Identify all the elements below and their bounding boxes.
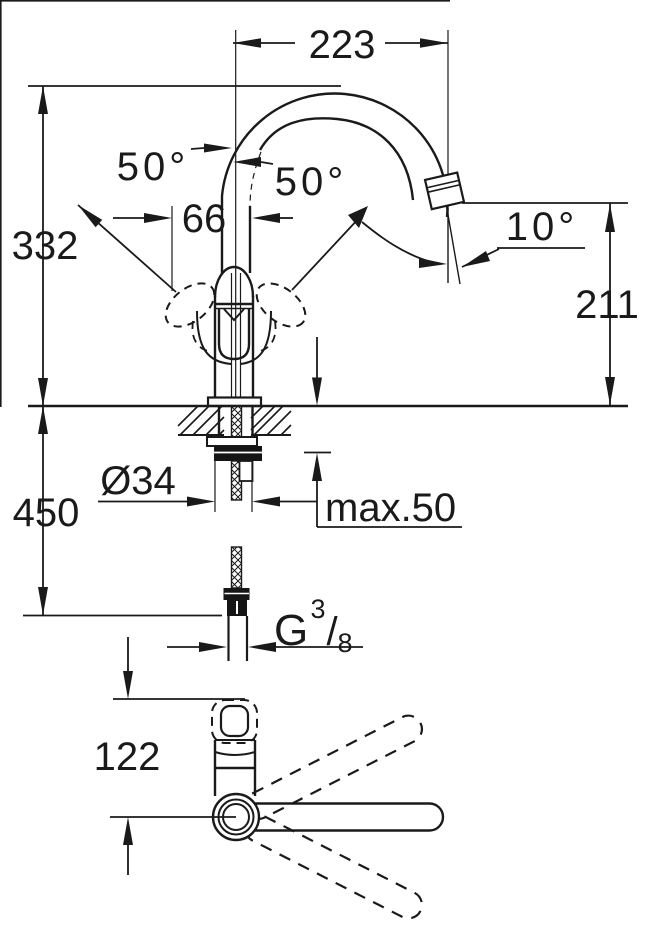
dim-g38 bbox=[167, 642, 363, 652]
dim-50-left bbox=[77, 143, 232, 293]
tilted-outlet-axis bbox=[445, 205, 461, 285]
washer bbox=[206, 436, 258, 447]
mounting-nut bbox=[214, 446, 262, 461]
cap-inner bbox=[219, 704, 250, 738]
dim-50-right-label: 50° bbox=[275, 160, 348, 204]
faucet-top-view bbox=[211, 699, 445, 920]
thread-denominator-label: 8 bbox=[337, 628, 352, 658]
faucet-side-view bbox=[164, 30, 466, 408]
thread-letter-label: G bbox=[274, 606, 308, 655]
handle-lower-dashed-arcs bbox=[191, 320, 277, 353]
dim-122-label: 122 bbox=[94, 735, 161, 779]
hidden-inner-line bbox=[249, 151, 262, 207]
thread-slash-label: / bbox=[326, 610, 338, 654]
lever-front bbox=[217, 309, 251, 361]
dim-66-label: 66 bbox=[182, 197, 227, 241]
dim-332 bbox=[28, 85, 341, 406]
dim-223-label: 223 bbox=[309, 23, 376, 67]
braided-hose-lower bbox=[230, 546, 243, 589]
spout-swung-up-dashed bbox=[244, 714, 424, 821]
dim-450 bbox=[23, 406, 222, 617]
shank-walls bbox=[217, 406, 254, 437]
spout-swung-down-dashed bbox=[244, 813, 424, 920]
dim-66 bbox=[113, 206, 293, 291]
dim-10 bbox=[361, 205, 585, 285]
supply-pipe bbox=[227, 616, 249, 661]
page-border bbox=[0, 0, 450, 407]
dim-50-left-label: 50° bbox=[117, 145, 190, 189]
handle-detail bbox=[223, 308, 245, 322]
inner-supply-lines bbox=[230, 273, 242, 397]
dim-max50-label: max.50 bbox=[325, 486, 456, 530]
dim-o34-label: Ø34 bbox=[100, 459, 176, 503]
hatching-right bbox=[250, 405, 292, 436]
spout-outer-arc bbox=[220, 92, 449, 218]
dim-211 bbox=[462, 202, 628, 406]
aerator bbox=[423, 171, 466, 211]
body-dome bbox=[213, 265, 255, 298]
dim-50-right bbox=[233, 157, 368, 291]
dim-10-label: 10° bbox=[506, 205, 579, 249]
dim-max50 bbox=[304, 337, 462, 528]
dim-450-label: 450 bbox=[13, 491, 80, 535]
hatching-left bbox=[177, 405, 225, 436]
cap-outline-dashed bbox=[211, 699, 258, 744]
spout-inner-arc bbox=[258, 117, 415, 201]
handle-swung-right-dashed bbox=[255, 282, 307, 328]
hose-fitting-tab bbox=[238, 460, 254, 482]
ext-lines-o34 bbox=[214, 460, 253, 512]
handle-swung-left-dashed bbox=[164, 282, 216, 328]
dim-122 bbox=[110, 637, 245, 875]
body-column bbox=[213, 296, 255, 397]
swivel-line-right bbox=[291, 216, 361, 291]
dim-211-label: 211 bbox=[575, 283, 639, 327]
dim-332-label: 332 bbox=[12, 224, 79, 268]
dim-223 bbox=[233, 30, 449, 175]
thread-numerator-label: 3 bbox=[310, 594, 325, 624]
countertop-section bbox=[28, 404, 628, 661]
dim-o34 bbox=[98, 460, 317, 512]
